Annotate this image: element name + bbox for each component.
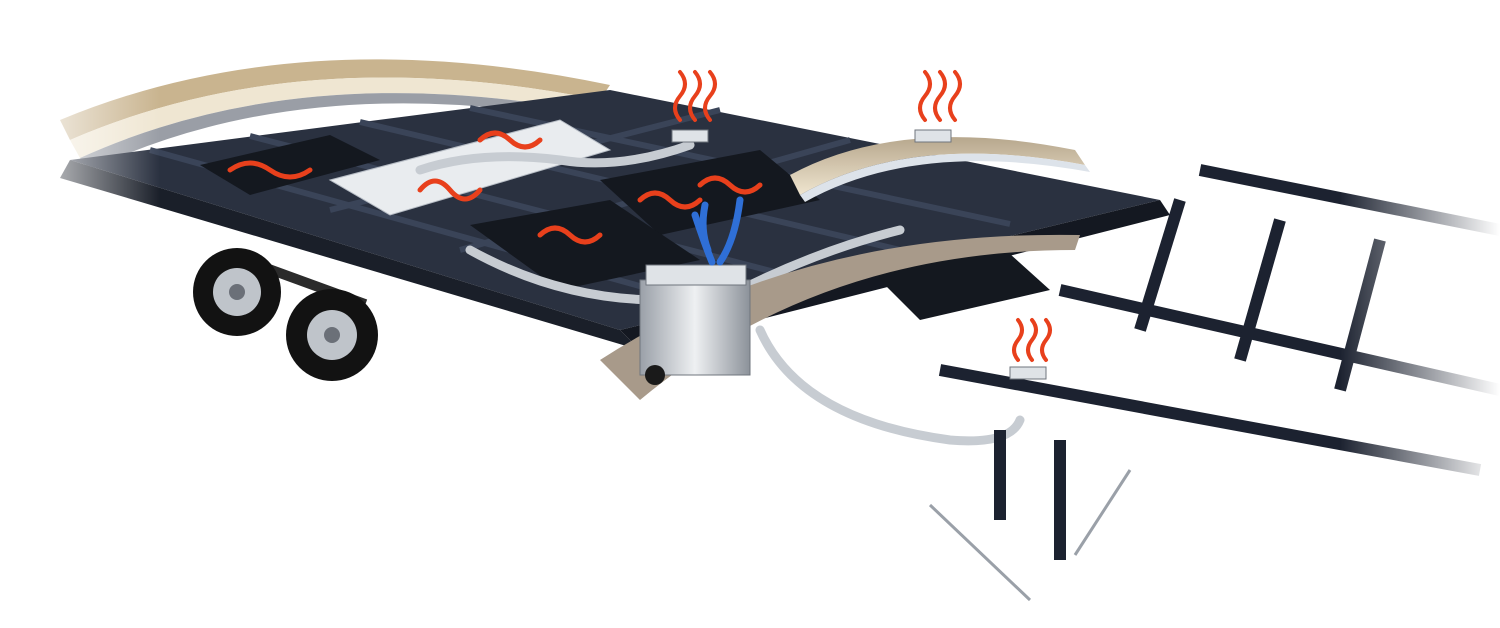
rear-floor-cutaway <box>60 59 610 170</box>
right-fade <box>1340 0 1500 628</box>
stabilizer-jacks <box>928 469 1132 602</box>
cold-air-intake-icon <box>691 196 744 266</box>
running-gear <box>193 248 378 381</box>
heat-wave-icon <box>673 70 1052 362</box>
furnace <box>639 264 751 385</box>
wheel-icon <box>286 289 378 381</box>
tank-2 <box>600 150 820 235</box>
front-floor-cutaway <box>790 137 1090 202</box>
floor-register-icon <box>671 129 1047 380</box>
tank-3 <box>470 200 700 290</box>
left-fade <box>0 0 160 628</box>
tank-1 <box>200 135 380 195</box>
wheel-icon <box>193 248 281 336</box>
heat-flow-lines <box>227 130 763 245</box>
